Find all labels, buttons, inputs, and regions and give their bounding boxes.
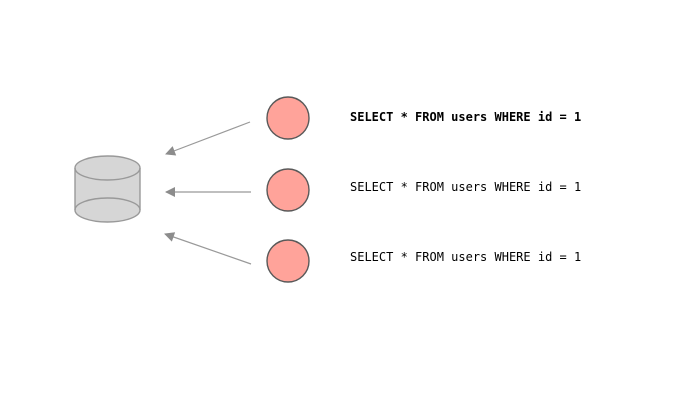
query-arrow-icon bbox=[164, 232, 252, 265]
database-cylinder-icon bbox=[74, 155, 141, 223]
sql-query-text: SELECT * FROM users WHERE id = 1 bbox=[350, 250, 582, 264]
client-request-node bbox=[266, 168, 310, 212]
query-arrow-icon bbox=[165, 121, 251, 156]
sql-query-text: SELECT * FROM users WHERE id = 1 bbox=[350, 180, 582, 194]
database-top-ellipse bbox=[74, 155, 141, 181]
client-request-node bbox=[266, 96, 310, 140]
sql-query-text: SELECT * FROM users WHERE id = 1 bbox=[350, 110, 582, 124]
client-request-node bbox=[266, 239, 310, 283]
